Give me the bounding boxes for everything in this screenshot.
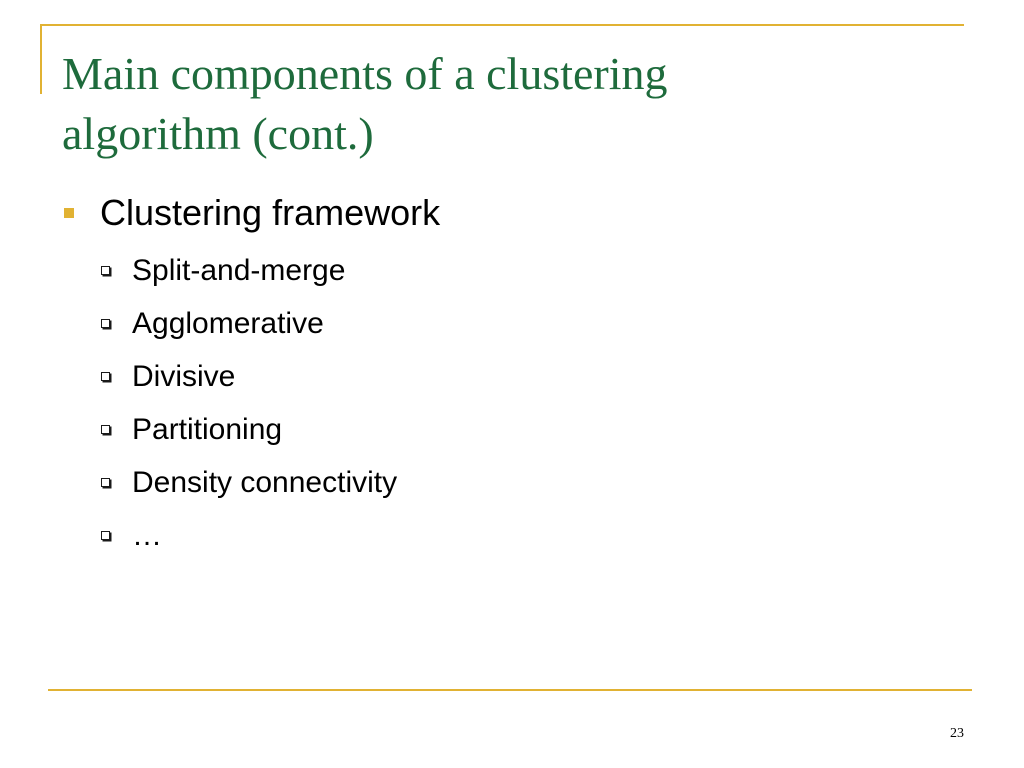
- bullet-text: Clustering framework: [100, 192, 441, 233]
- hollow-square-bullet-icon: [101, 425, 110, 434]
- hollow-square-bullet-icon: [101, 319, 110, 328]
- top-vertical-rule: [40, 24, 42, 94]
- hollow-square-bullet-icon: [101, 372, 110, 381]
- list-item: Agglomerative: [101, 297, 944, 350]
- list-item: Partitioning: [101, 403, 944, 456]
- list-item-text: Partitioning: [132, 413, 283, 446]
- list-item: …: [101, 509, 944, 562]
- bottom-horizontal-rule: [48, 689, 972, 691]
- square-bullet-icon: [64, 208, 74, 218]
- list-item: Split-and-merge: [101, 244, 944, 297]
- sub-bullet-list: Split-and-merge Agglomerative Divisive P…: [64, 244, 944, 562]
- title-line-1: Main components of a clustering: [62, 48, 668, 99]
- list-item-text: Divisive: [132, 360, 236, 393]
- list-item-text: Split-and-merge: [132, 254, 346, 287]
- slide-title: Main components of a clustering algorith…: [62, 44, 942, 164]
- list-item-text: …: [132, 519, 162, 552]
- list-item-text: Density connectivity: [132, 466, 398, 499]
- list-item-text: Agglomerative: [132, 307, 324, 340]
- bullet-clustering-framework: Clustering framework: [64, 188, 944, 238]
- hollow-square-bullet-icon: [101, 478, 110, 487]
- hollow-square-bullet-icon: [101, 531, 110, 540]
- top-horizontal-rule: [40, 24, 964, 26]
- slide-content: Clustering framework Split-and-merge Agg…: [64, 188, 944, 562]
- page-number: 23: [950, 726, 964, 741]
- list-item: Divisive: [101, 350, 944, 403]
- list-item: Density connectivity: [101, 456, 944, 509]
- title-line-2: algorithm (cont.): [62, 108, 374, 159]
- hollow-square-bullet-icon: [101, 266, 110, 275]
